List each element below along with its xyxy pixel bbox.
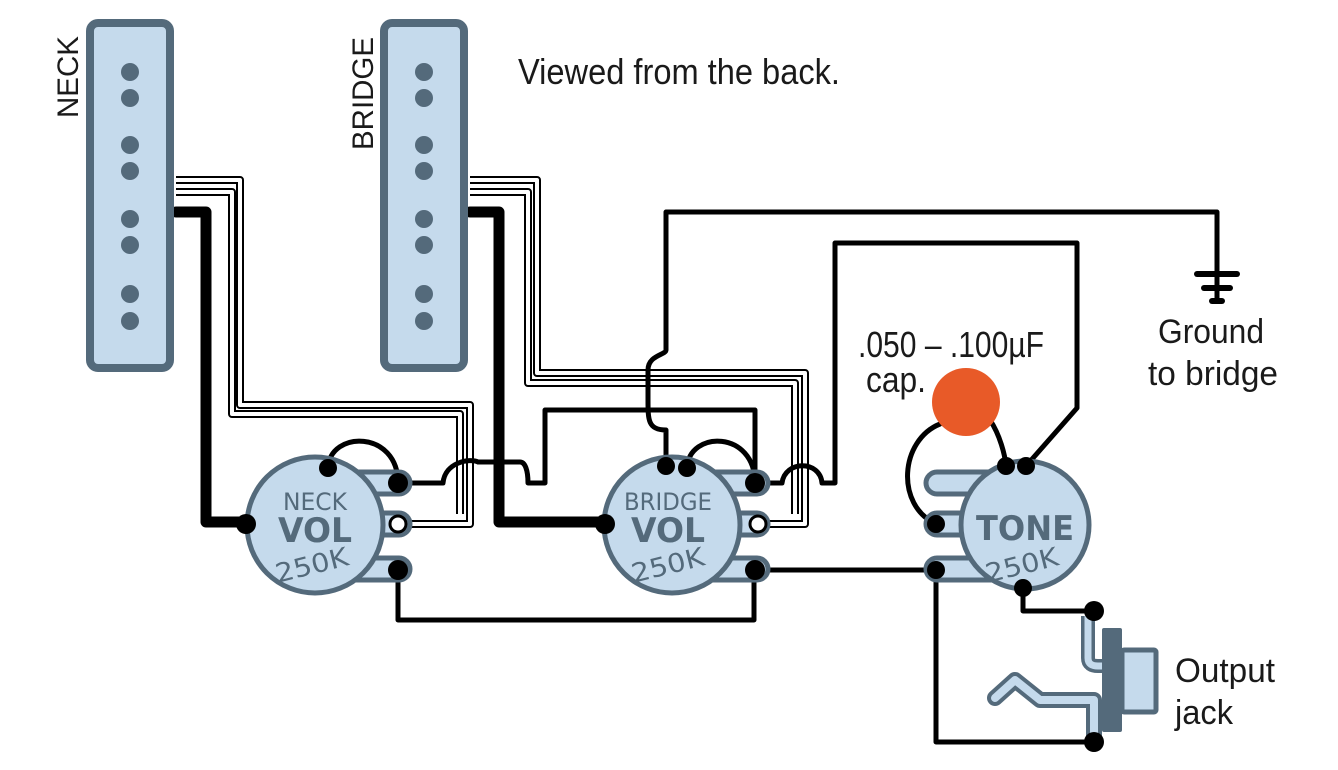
solder-joint (678, 459, 696, 477)
solder-joint (745, 473, 765, 493)
bridge-pickup-white-wire-inner (470, 178, 807, 526)
bridge-pickup-second-wire-inner (470, 190, 797, 514)
diagram-title: Viewed from the back. (518, 51, 840, 92)
solder-joint (388, 473, 408, 493)
tone-function: TONE (976, 509, 1074, 549)
neck-vol-name: NECK (283, 488, 348, 516)
volume-output-bus-wire (395, 567, 757, 623)
ground-symbol-icon (1194, 271, 1240, 304)
hollow-lug-joints (388, 514, 768, 534)
bridge-pickup-hot-wire (464, 206, 612, 528)
jack-tip-wire (1020, 585, 1097, 614)
wires (170, 176, 1220, 745)
solder-joint (236, 514, 256, 534)
solder-joint (1084, 601, 1104, 621)
neck-pickup-second-wire-inner (176, 190, 462, 514)
bridge-vol-function: VOL (631, 511, 705, 551)
ground-label-line1: Ground (1158, 313, 1264, 351)
solder-joint (319, 459, 337, 477)
hollow-joint (748, 514, 768, 534)
solder-joints (236, 457, 1104, 752)
capacitor (932, 368, 1000, 436)
jack-barrel (1119, 647, 1159, 715)
bridge-pole-pieces (415, 63, 433, 330)
solder-joint (997, 457, 1015, 475)
jack-ground-wire (933, 567, 1097, 745)
solder-joint (1014, 579, 1032, 597)
capacitor-label-line1: .050 – .100µF (858, 324, 1044, 365)
solder-joint (1017, 457, 1035, 475)
neck-vol-function: VOL (278, 511, 352, 551)
ground-label-line2: to bridge (1148, 355, 1278, 393)
bridge-pickup (380, 19, 468, 372)
solder-joint (927, 515, 945, 533)
neck-pickup-white-wire-inner (176, 178, 472, 526)
neck-pole-pieces (121, 63, 139, 330)
tone-feed-wire (755, 240, 1080, 486)
solder-joint (657, 457, 675, 475)
bridge-pickup-second-wire-outer (470, 188, 799, 514)
solder-joint (927, 561, 945, 579)
neck-pickup-label: NECK (52, 36, 85, 118)
ground-bus-wire (645, 209, 1220, 469)
solder-joint (595, 514, 615, 534)
solder-joint (745, 560, 765, 580)
output-jack-label-line1: Output (1175, 652, 1276, 690)
neck-pickup-hot-wire (170, 206, 252, 528)
jack-bracket (1102, 628, 1122, 732)
capacitor-lead-left (905, 421, 943, 527)
bridge-vol-pot (601, 454, 771, 596)
tone-pot (923, 458, 1092, 592)
output-jack (987, 616, 1159, 748)
capacitor-label-line2: cap. (866, 359, 926, 400)
hollow-joint (388, 514, 408, 534)
neck-pickup (86, 19, 174, 372)
bridge-vol-name: BRIDGE (624, 488, 712, 516)
output-jack-label-line2: jack (1174, 694, 1234, 732)
neck-vol-output-wire (395, 407, 758, 486)
bridge-pickup-label: BRIDGE (347, 37, 380, 150)
solder-joint (388, 560, 408, 580)
solder-joint (1084, 732, 1104, 752)
bridge-vol-jumper (684, 438, 758, 486)
